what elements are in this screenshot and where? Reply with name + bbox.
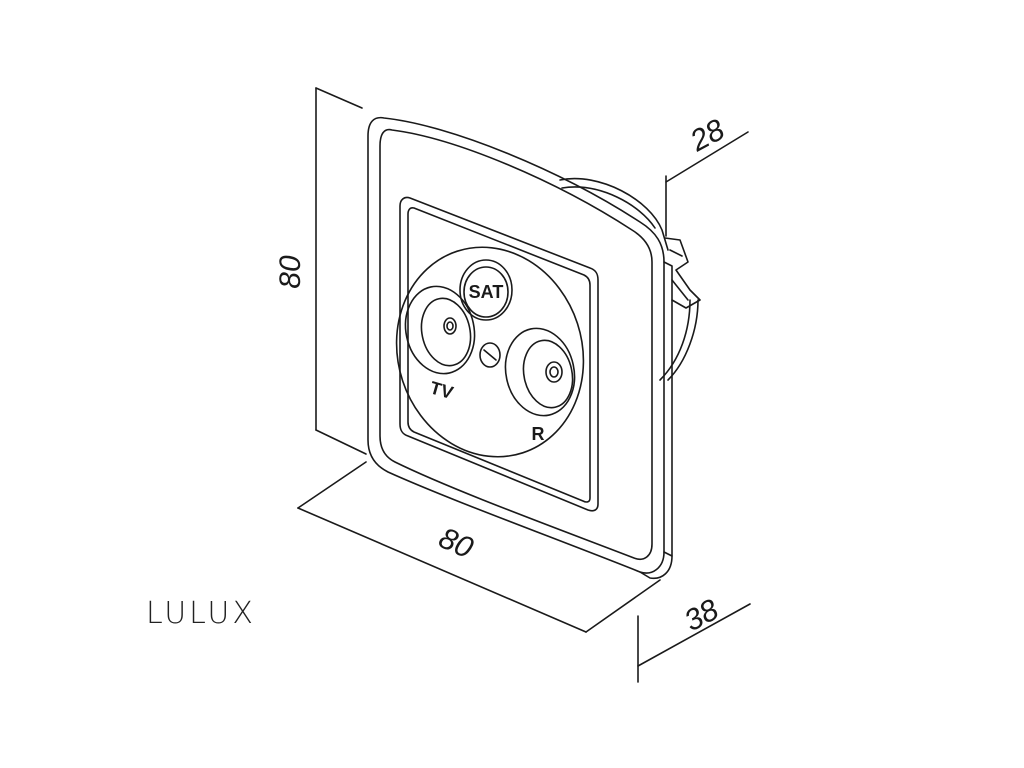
dimension-height	[315, 87, 367, 455]
dim-width-label: 80	[434, 521, 478, 565]
sat-label: SAT	[469, 282, 504, 302]
dimension-depth-front	[665, 131, 749, 237]
dim-depth-front-label: 28	[684, 113, 730, 158]
tv-port	[404, 285, 476, 375]
center-screw	[479, 342, 501, 368]
mounting-box	[559, 177, 699, 381]
round-insert	[395, 246, 585, 458]
dim-depth-total-label: 38	[679, 593, 724, 638]
sat-port	[459, 259, 513, 321]
r-label: R	[532, 424, 545, 444]
inner-plate	[399, 196, 599, 512]
dim-height-label: 80	[274, 255, 307, 289]
side-clamp	[664, 237, 701, 309]
brand-name: LULUX	[146, 596, 256, 631]
dimension-width	[297, 461, 661, 633]
tv-label: TV	[428, 377, 456, 403]
outer-frame	[367, 116, 673, 580]
r-port	[504, 327, 576, 417]
dimension-depth-total	[637, 603, 751, 683]
